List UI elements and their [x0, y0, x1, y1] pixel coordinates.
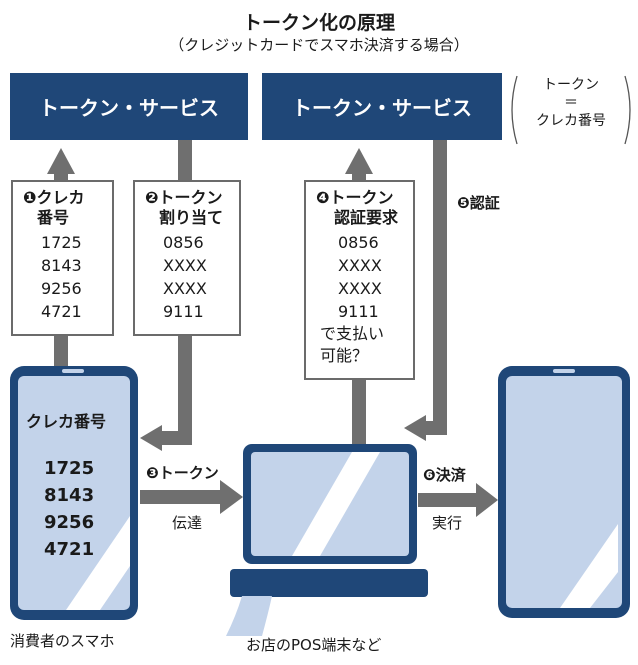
step1-value: 1725 [41, 233, 82, 252]
step4-token-auth-request-box: ❹トークン 認証要求 0856 XXXX XXXX 9111 で支払い 可能？ [304, 180, 415, 380]
step4-title: ❹トークン [316, 188, 394, 207]
step4-value: XXXX [338, 256, 382, 275]
token-service-box-right: トークン・サービス [262, 73, 502, 140]
note-line-equals: ＝ [564, 95, 578, 111]
phone-card-number-label: クレカ番号 [26, 412, 107, 431]
step3-token-transfer-label: ❸トークン [146, 464, 219, 482]
step1-title-line2: 番号 [37, 208, 70, 227]
phone-card-digit-group: 1725 [44, 458, 95, 479]
phone-card-digit-group: 9256 [44, 512, 95, 533]
step1-value: 4721 [41, 302, 82, 321]
phone-card-digit-group: 4721 [44, 539, 95, 560]
phone-card-digit-group: 8143 [44, 485, 95, 506]
step4-value: XXXX [338, 279, 382, 298]
note-line-card-number: クレカ番号 [536, 113, 606, 129]
note-brackets [511, 75, 631, 145]
step2-token-assign-box: ❷トークン 割り当て 0856 XXXX XXXX 9111 [133, 180, 241, 336]
step5-authentication-label: ❺認証 [457, 194, 500, 212]
step4-value: 0856 [338, 233, 379, 252]
token-service-label: トークン・サービス [292, 96, 472, 120]
arrow-settlement [418, 483, 498, 517]
pos-terminal [226, 444, 428, 636]
step2-value: 9111 [163, 302, 204, 321]
merchant-smartphone [498, 366, 630, 618]
step2-value: 0856 [163, 233, 204, 252]
pos-terminal-caption: お店のPOS端末など [246, 636, 382, 654]
step1-value: 8143 [41, 256, 82, 275]
diagram-subtitle: （クレジットカードでスマホ決済する場合） [169, 36, 469, 54]
step1-value: 9256 [41, 279, 82, 298]
step4-title-line2: 認証要求 [334, 208, 399, 227]
token-service-label: トークン・サービス [39, 96, 219, 120]
step6-settlement-label: ❻決済 [423, 466, 466, 484]
arrow-authentication-down [404, 140, 447, 441]
consumer-phone-caption: 消費者のスマホ [10, 632, 115, 650]
step1-title: ❶クレカ [23, 188, 85, 207]
step6-settlement-label-line2: 実行 [432, 514, 463, 532]
diagram-title: トークン化の原理 [242, 12, 395, 34]
step2-value: XXXX [163, 256, 207, 275]
step2-title-line2: 割り当て [159, 208, 224, 227]
step1-card-number-box: ❶クレカ 番号 1725 8143 9256 4721 [11, 180, 114, 336]
token-equals-card-note: トークン ＝ クレカ番号 [517, 76, 625, 130]
step4-value: 9111 [338, 302, 379, 321]
token-service-box-left: トークン・サービス [10, 73, 248, 140]
phone-card-number-values: 1725 8143 9256 4721 [44, 455, 94, 563]
note-line-token: トークン [543, 77, 599, 93]
consumer-smartphone [10, 366, 138, 620]
step4-question-line2: 可能？ [320, 346, 369, 365]
arrow-token-transfer [140, 480, 243, 514]
step4-question: で支払い [320, 324, 385, 343]
step2-value: XXXX [163, 279, 207, 298]
step2-title: ❷トークン [145, 188, 223, 207]
step3-token-transfer-label-line2: 伝達 [172, 514, 203, 532]
